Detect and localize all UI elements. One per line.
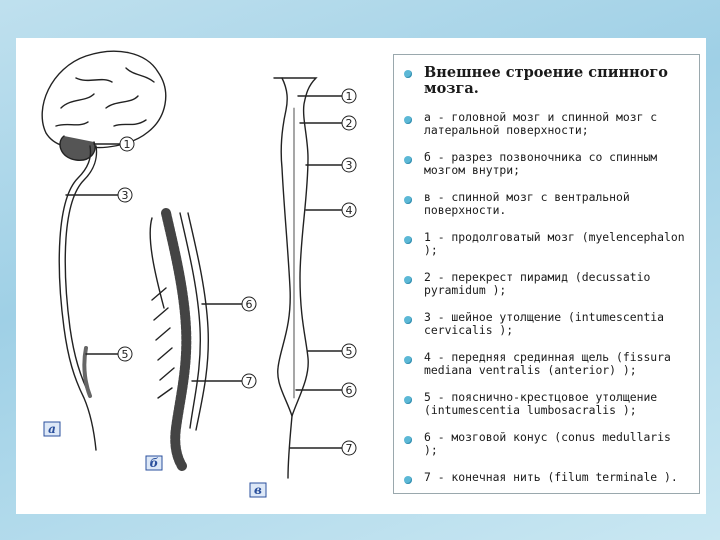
label-b-6: 6: [246, 298, 253, 311]
bullet-icon: [404, 356, 412, 364]
list-item: 6 - мозговой конус (conus medullaris );: [400, 431, 691, 456]
spinal-cord-a: [58, 145, 97, 451]
list-item-text: 4 - передняя срединная щель (fissura med…: [424, 350, 671, 377]
bullet-icon: [404, 436, 412, 444]
legend-text-box: Внешнее строение спинного мозга. а - гол…: [393, 54, 700, 494]
list-item-text: 5 - пояснично-крестцовое утолщение (intu…: [424, 390, 658, 417]
panel-letter-b: б: [150, 456, 159, 470]
cerebellum-outline: [59, 135, 96, 161]
anatomy-figure: 1 3 5 6 7 1 2 3 4 5 6 7 а б в: [16, 38, 393, 514]
label-c-7: 7: [346, 442, 353, 455]
slide-title: Внешнее строение спинного мозга.: [424, 64, 668, 97]
panel-letter-c: в: [254, 483, 262, 497]
list-item-text: 2 - перекрест пирамид (decussatio pyrami…: [424, 270, 651, 297]
list-item: а - головной мозг и спинной мозг с латер…: [400, 111, 691, 136]
list-item: 4 - передняя срединная щель (fissura med…: [400, 351, 691, 376]
vertebral-column: [161, 208, 192, 471]
list-item-text: 1 - продолговатый мозг (myelencephalon )…: [424, 230, 685, 257]
bullet-icon: [404, 236, 412, 244]
list-item-text: 3 - шейное утолщение (intumescentia cerv…: [424, 310, 665, 337]
bullet-icon: [404, 156, 412, 164]
label-a-5: 5: [122, 348, 129, 361]
brain-outline: [41, 50, 167, 149]
list-item: в - спинной мозг с вентральной поверхнос…: [400, 191, 691, 216]
bullet-icon: [404, 276, 412, 284]
list-item-text: в - спинной мозг с вентральной поверхнос…: [424, 190, 630, 217]
label-b-7: 7: [246, 375, 253, 388]
bullet-icon: [404, 396, 412, 404]
label-c-1: 1: [346, 90, 353, 103]
list-item: 2 - перекрест пирамид (decussatio pyrami…: [400, 271, 691, 296]
list-item-text: 7 - конечная нить (filum terminale ).: [424, 470, 678, 484]
list-item: 3 - шейное утолщение (intumescentia cerv…: [400, 311, 691, 336]
bullet-icon: [404, 196, 412, 204]
list-item: б - разрез позвоночника со спинным мозго…: [400, 151, 691, 176]
legend-list: Внешнее строение спинного мозга. а - гол…: [400, 65, 691, 484]
bullet-icon: [404, 116, 412, 124]
list-item: 1 - продолговатый мозг (myelencephalon )…: [400, 231, 691, 256]
list-item-text: б - разрез позвоночника со спинным мозго…: [424, 150, 658, 177]
list-item: 7 - конечная нить (filum terminale ).: [400, 471, 691, 484]
label-c-3: 3: [346, 159, 353, 172]
spinal-cord-c: [273, 77, 318, 479]
list-item: 5 - пояснично-крестцовое утолщение (intu…: [400, 391, 691, 416]
spinal-cord-illustration: 1 3 5 6 7 1 2 3 4 5 6 7 а б в: [41, 50, 357, 498]
label-c-6: 6: [346, 384, 353, 397]
list-item-text: 6 - мозговой конус (conus medullaris );: [424, 430, 671, 457]
label-c-4: 4: [346, 204, 353, 217]
bullet-icon: [404, 70, 412, 78]
label-c-2: 2: [346, 117, 353, 130]
label-c-5: 5: [346, 345, 353, 358]
list-item-text: а - головной мозг и спинной мозг с латер…: [424, 110, 658, 137]
bullet-icon: [404, 476, 412, 484]
bullet-icon: [404, 316, 412, 324]
slide-title-item: Внешнее строение спинного мозга.: [400, 65, 691, 97]
panel-letter-a: а: [48, 422, 56, 436]
label-a-1: 1: [124, 138, 131, 151]
label-a-3: 3: [122, 189, 129, 202]
